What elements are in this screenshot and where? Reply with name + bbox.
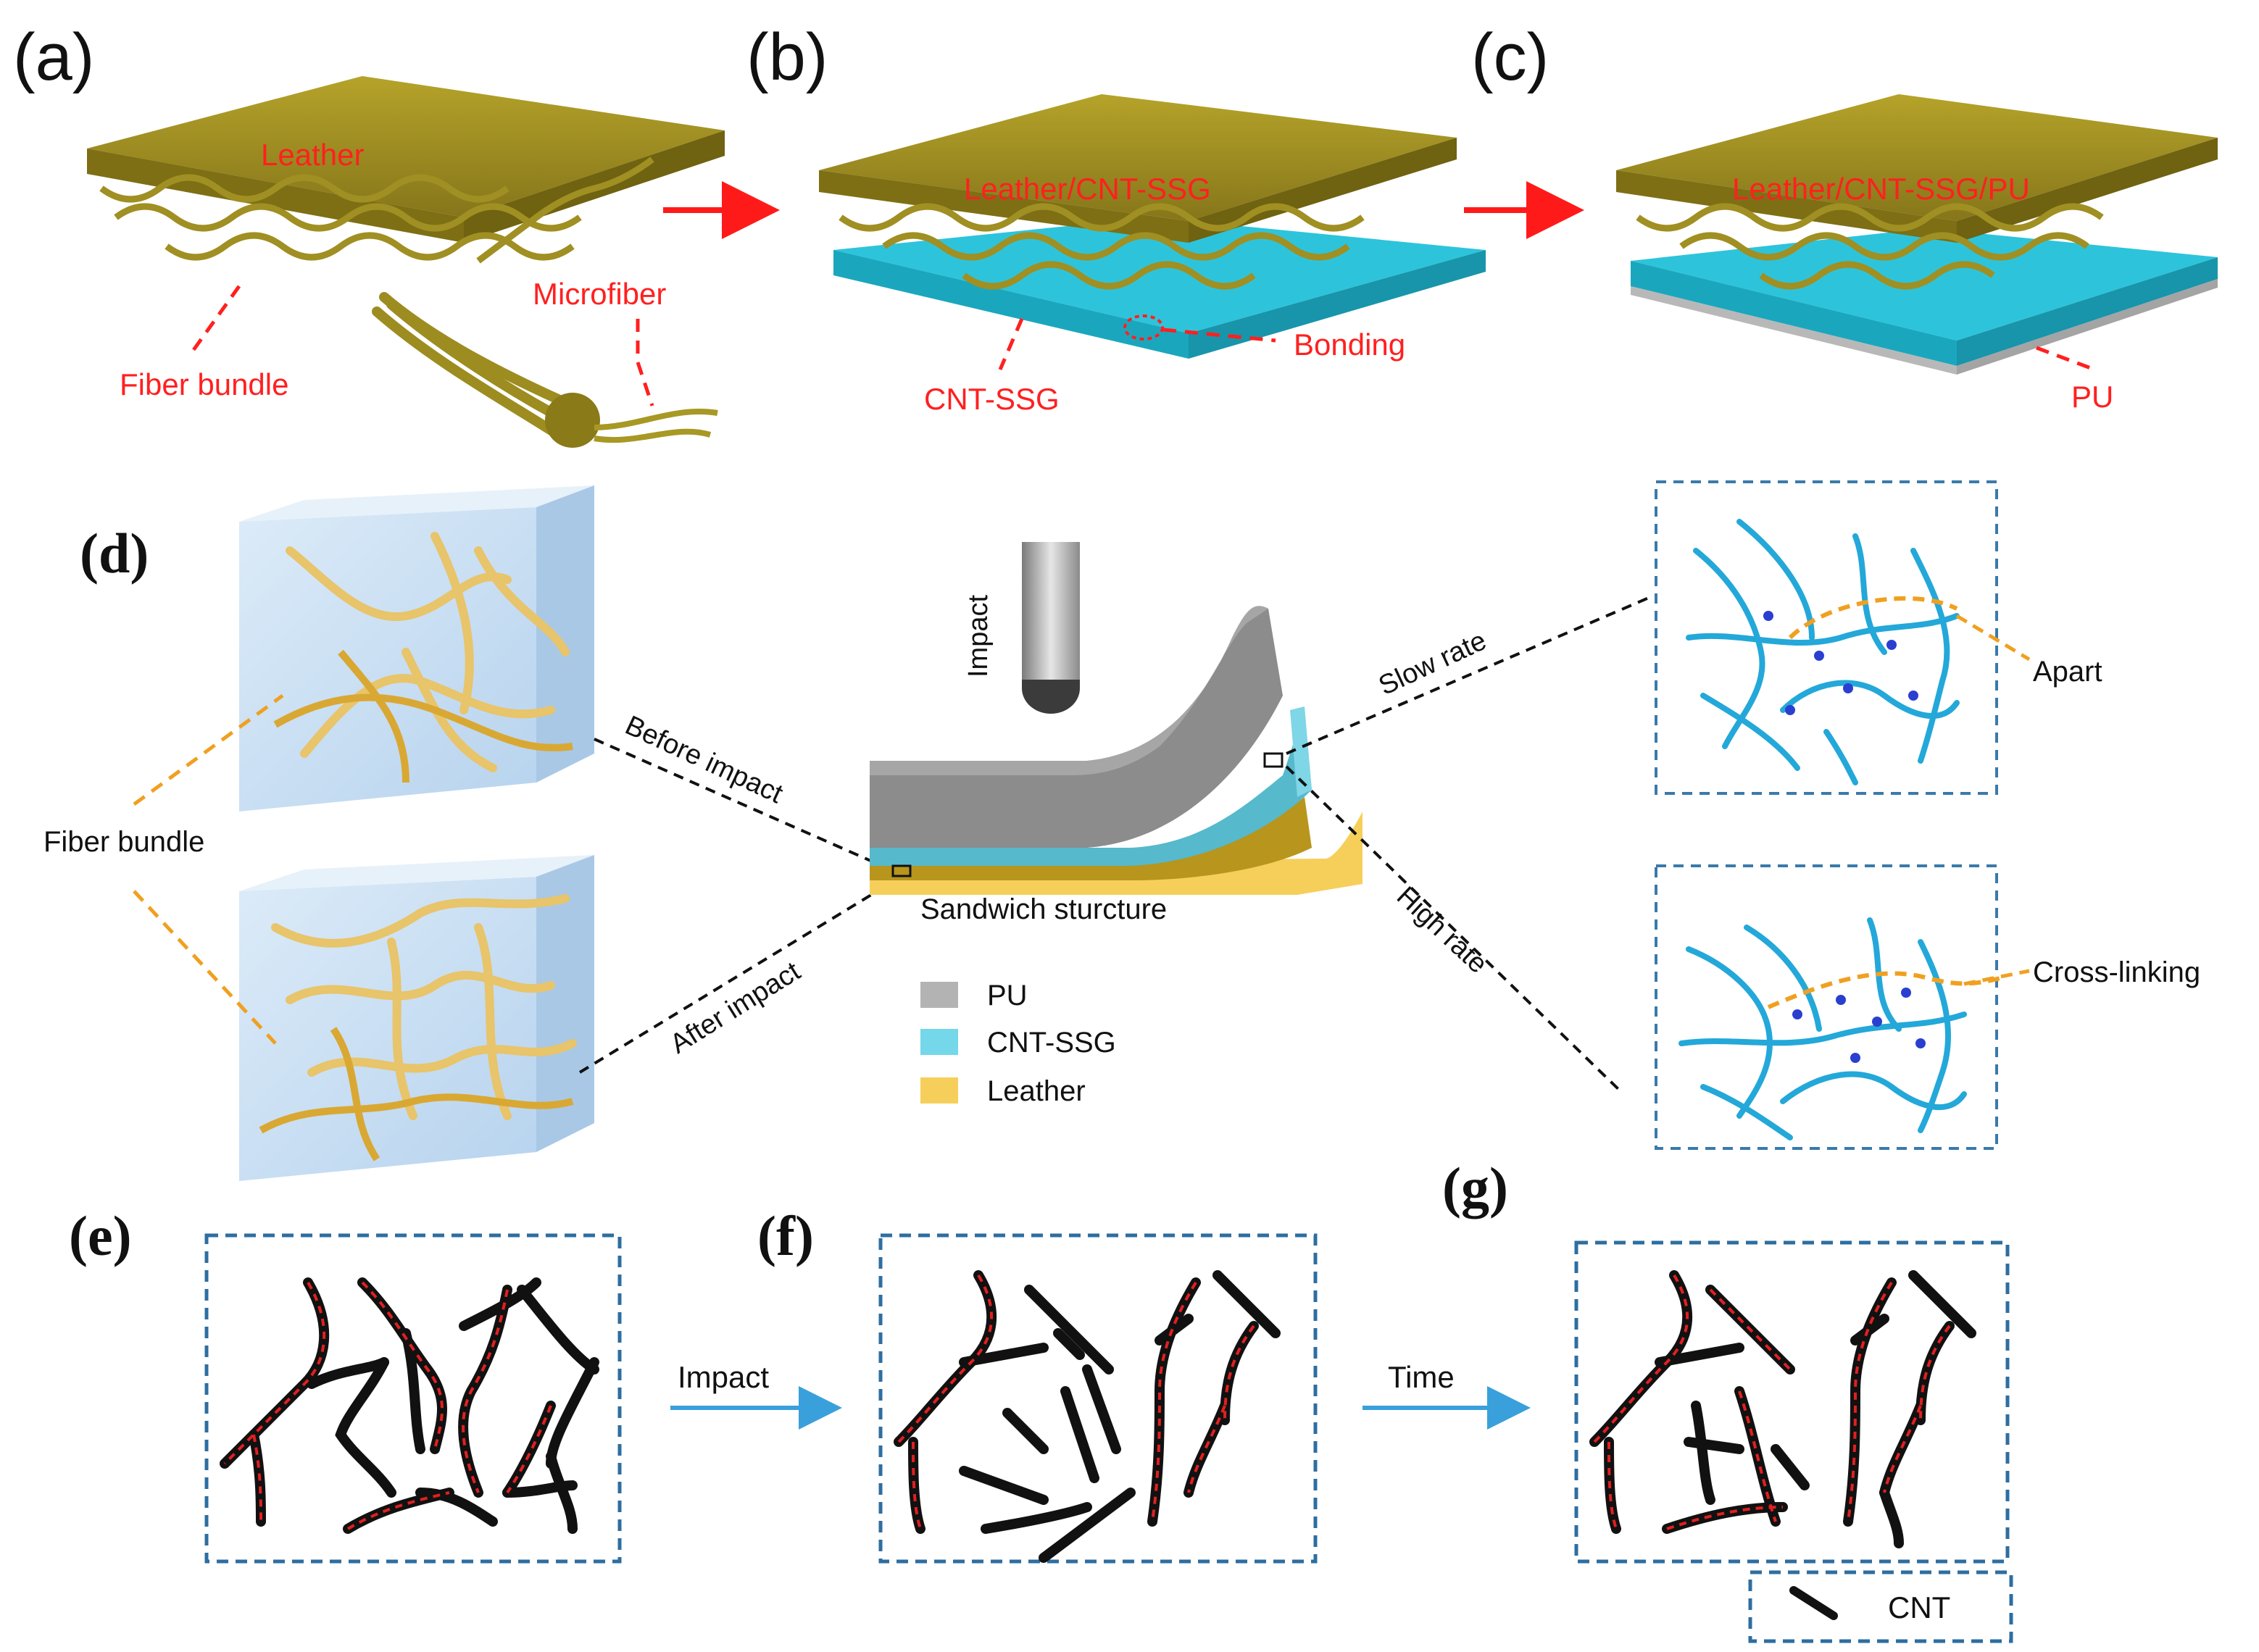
cnt-legend: CNT (1748, 1570, 2013, 1643)
label-leather-cnt-ssg-pu: Leather/CNT-SSG/PU (1732, 172, 2030, 206)
label-apart: Apart (2033, 656, 2102, 688)
leader-cross-linking (1963, 969, 2030, 986)
label-impact-e: Impact (678, 1360, 769, 1394)
network-box-slow (1655, 480, 1998, 795)
label-bonding: Bonding (1294, 328, 1405, 362)
sandwich-structure (870, 606, 1363, 895)
leather-cnt-pu-block-c: Leather/CNT-SSG/PU (1616, 94, 2218, 375)
legend-label-cnt-ssg: CNT-SSG (987, 1027, 1116, 1059)
panel-label-d: (d) (80, 522, 149, 585)
leader-fiber-to-top-cube (133, 693, 284, 806)
panel-label-e: (e) (69, 1204, 132, 1267)
bonding-marker (1123, 314, 1164, 341)
impactor (1022, 542, 1080, 714)
label-time: Time (1388, 1360, 1455, 1394)
leader-apart (1955, 614, 2031, 662)
network-box-high (1655, 864, 2001, 1150)
label-cross-linking: Cross-linking (2033, 956, 2200, 988)
leader-cnt-ssg-b (998, 318, 1024, 370)
leader-bonding (1162, 328, 1276, 343)
panel-label-b: (b) (746, 20, 828, 94)
cnt-network-g (1574, 1240, 2010, 1564)
line-high-rate (1285, 765, 1621, 1092)
label-impact-d: Impact (963, 595, 994, 677)
label-microfiber: Microfiber (533, 277, 666, 311)
leader-fiber-bundle-a (188, 285, 241, 356)
legend-swatch-cnt-ssg (920, 1029, 958, 1055)
leader-pu-c (2036, 346, 2095, 372)
label-fiber-bundle-a: Fiber bundle (120, 367, 288, 401)
label-pu-c: PU (2071, 380, 2113, 414)
panel-label-c: (c) (1471, 20, 1549, 94)
panel-label-g: (g) (1442, 1156, 1508, 1219)
label-before-impact: Before impact (620, 710, 788, 809)
material-legend: PU CNT-SSG Leather (920, 980, 1116, 1107)
label-cnt-ssg-b: CNT-SSG (924, 382, 1060, 416)
fiber-cube-after (239, 855, 594, 1181)
legend-label-pu: PU (987, 980, 1028, 1011)
panel-label-f: (f) (757, 1204, 814, 1267)
cnt-legend-swatch (1789, 1586, 1838, 1620)
legend-swatch-pu (920, 982, 958, 1008)
label-leather-cnt-ssg: Leather/CNT-SSG (964, 172, 1211, 206)
cnt-legend-label: CNT (1888, 1590, 1950, 1624)
label-high-rate: High rate (1391, 881, 1493, 980)
line-after-impact (578, 879, 896, 1074)
legend-label-leather: Leather (987, 1075, 1086, 1107)
line-before-impact (594, 738, 899, 875)
leather-cnt-block-b: Leather/CNT-SSG (819, 94, 1486, 359)
line-slow-rate (1286, 596, 1649, 755)
cnt-network-f (878, 1233, 1318, 1564)
label-fiber-bundle-d: Fiber bundle (43, 826, 204, 858)
cnt-network-e (204, 1233, 622, 1564)
label-leather-a: Leather (261, 138, 364, 172)
leather-block-a: Leather (87, 76, 725, 448)
legend-swatch-leather (920, 1077, 958, 1104)
leader-microfiber (636, 319, 654, 406)
panel-label-a: (a) (13, 20, 94, 94)
leader-fiber-to-bottom-cube (133, 890, 277, 1045)
label-sandwich: Sandwich sturcture (920, 893, 1167, 925)
fiber-cube-before (239, 485, 594, 812)
